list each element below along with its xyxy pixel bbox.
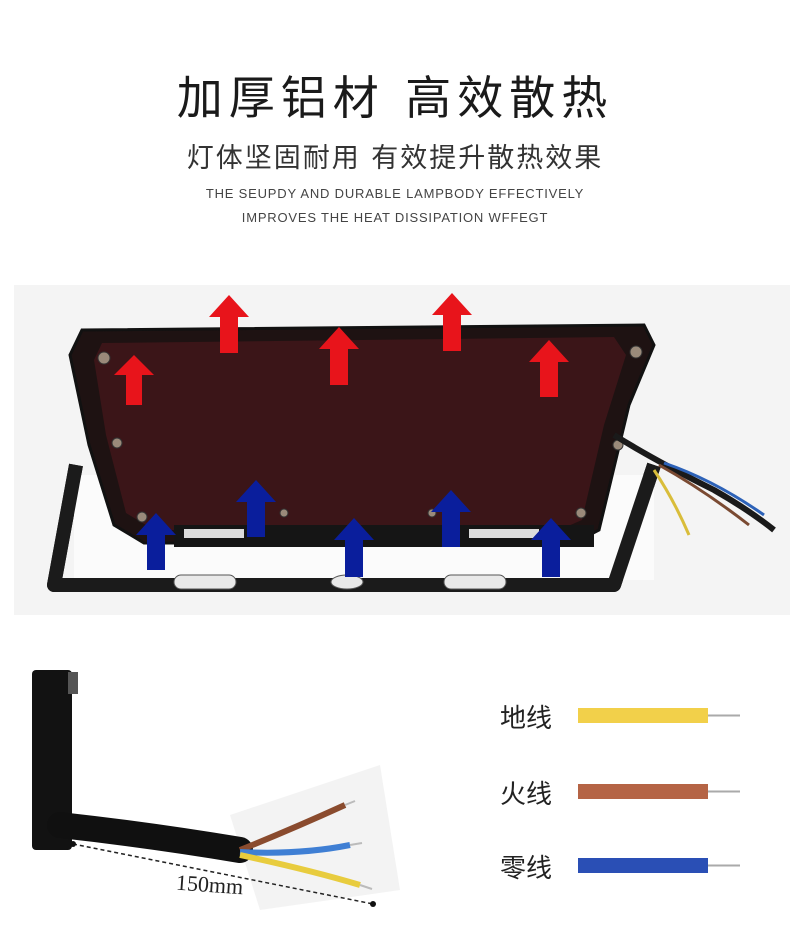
cable-length-label: 150mm bbox=[175, 869, 245, 900]
cool-arrow-3 bbox=[334, 518, 374, 577]
ground-wire-swatch bbox=[578, 708, 740, 723]
hot-air-arrows bbox=[114, 293, 569, 405]
english-caption-line2: IMPROVES THE HEAT DISSIPATION WFFEGT bbox=[241, 210, 549, 225]
live-wire-swatch bbox=[578, 784, 740, 799]
floodlight-back-photo bbox=[14, 285, 790, 615]
legend-label: 零线 bbox=[500, 854, 553, 884]
legend-live-wire: 火线 bbox=[500, 774, 760, 814]
cool-arrow-5 bbox=[531, 518, 571, 577]
hot-arrow-4 bbox=[432, 293, 472, 351]
cable-detail-illustration bbox=[32, 670, 400, 910]
page-subtitle: 灯体坚固耐用 有效提升散热效果 bbox=[186, 143, 604, 174]
english-caption-line1: THE SEUPDY AND DURABLE LAMPBODY EFFECTIV… bbox=[205, 186, 585, 201]
hot-arrow-3 bbox=[319, 327, 359, 385]
legend-label: 地线 bbox=[500, 704, 553, 734]
cool-arrow-4 bbox=[431, 490, 471, 547]
legend-label: 火线 bbox=[500, 780, 553, 810]
cool-arrow-2 bbox=[236, 480, 276, 537]
legend-ground-wire: 地线 bbox=[500, 698, 760, 738]
neutral-wire-swatch bbox=[578, 858, 740, 873]
cool-air-arrows bbox=[136, 480, 571, 577]
page-title: 加厚铝材 高效散热 bbox=[176, 71, 614, 125]
legend-neutral-wire: 零线 bbox=[500, 848, 760, 888]
hot-arrow-1 bbox=[114, 355, 154, 405]
cool-arrow-1 bbox=[136, 513, 176, 570]
hot-arrow-5 bbox=[529, 340, 569, 397]
hot-arrow-2 bbox=[209, 295, 249, 353]
